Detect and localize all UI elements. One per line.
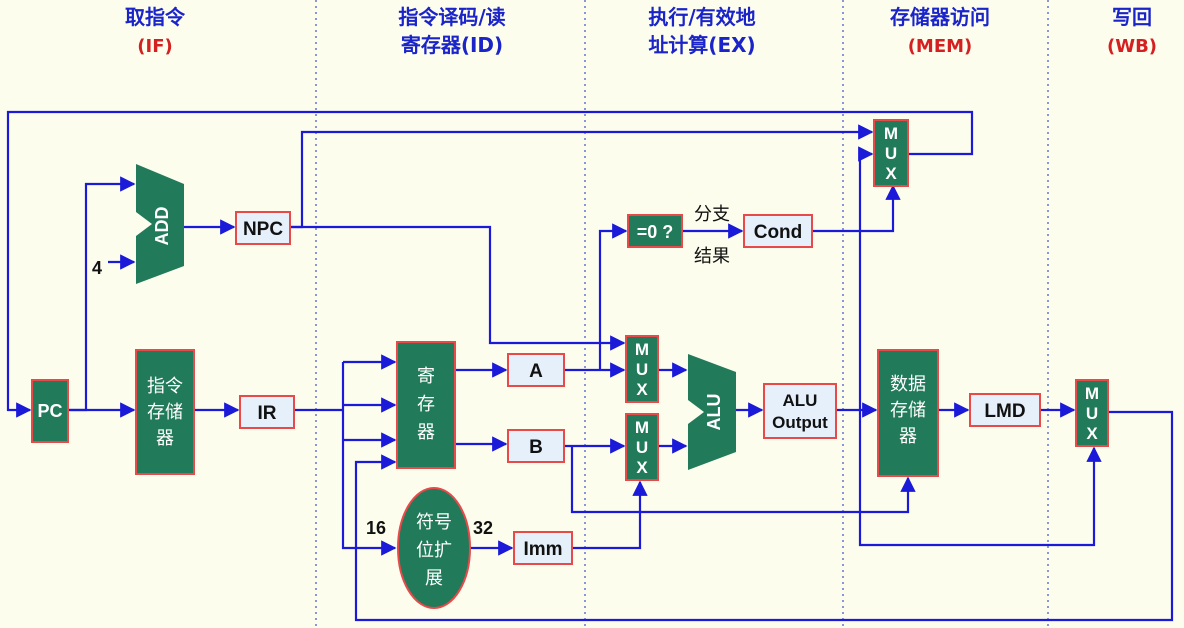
dmem-label-line2: 存储 — [890, 400, 926, 421]
wire-imm-to-mux — [572, 480, 648, 550]
dmem-label-line3: 器 — [899, 426, 917, 447]
pc-block: PC — [31, 379, 69, 443]
instruction-memory-block: 指令 存储 器 — [135, 349, 195, 475]
wire-b-to-dmem — [570, 446, 916, 514]
wire-pc-to-add — [68, 176, 136, 412]
cond-label: Cond — [754, 222, 803, 243]
ir-label: IR — [258, 403, 277, 424]
alu-output-label-line2: Output — [772, 413, 828, 432]
stage-ex-title-line2: 址计算(EX) — [648, 33, 755, 57]
sign-extend-input-width: 16 — [366, 518, 386, 538]
a-register: A — [507, 353, 565, 387]
npc-label: NPC — [243, 219, 283, 240]
mux-a-m: M — [635, 340, 649, 359]
mux-wb-m: M — [1085, 384, 1099, 403]
sign-extend-output-width: 32 — [473, 518, 493, 538]
wire-writeback-to-reg — [354, 410, 1174, 622]
wire-cond-to-top-mux — [812, 184, 901, 233]
branch-label-bottom: 结果 — [694, 246, 730, 267]
mux-b-m: M — [635, 418, 649, 437]
imem-label-line1: 指令 — [147, 376, 183, 397]
register-file-block: 寄 存 器 — [396, 341, 456, 469]
alu-output-register: ALU Output — [763, 383, 837, 439]
wire-branch-target-to-pc — [6, 110, 974, 418]
mux-top-m: M — [884, 124, 898, 143]
stage-id-title-line2: 寄存器(ID) — [401, 33, 503, 57]
stage-if-title: 取指令 — [125, 5, 186, 29]
stage-mem-title: 存储器访问 — [890, 5, 990, 29]
mux-writeback: M U X — [1075, 379, 1109, 447]
stage-mem-abbr: (MEM) — [908, 36, 973, 57]
alu-output-label-line1: ALU — [783, 391, 818, 410]
wires — [6, 110, 1174, 622]
stage-if-abbr: (IF) — [137, 36, 172, 57]
wire-ir-to-reg-1 — [341, 362, 397, 556]
alu-block: ALU — [688, 354, 736, 470]
stage-id-title-line1: 指令译码/读 — [398, 5, 505, 29]
stage-dividers — [315, 0, 1049, 628]
wire-alu-output-to-wb-mux — [858, 410, 1102, 547]
mux-top: M U X — [873, 119, 909, 187]
stage-ex-title-line1: 执行/有效地 — [648, 5, 755, 29]
sign-extend-block: 符号 位扩 展 — [397, 487, 471, 609]
data-memory-block: 数据 存储 器 — [877, 349, 939, 477]
dmem-label-line1: 数据 — [890, 374, 926, 395]
regfile-label-line3: 器 — [417, 422, 435, 443]
regfile-label-line2: 存 — [417, 394, 435, 415]
add-label: ADD — [152, 207, 172, 246]
constant-four: 4 — [92, 258, 102, 278]
zero-test-label: =0 ? — [637, 222, 674, 242]
mux-top-u: U — [885, 144, 897, 163]
a-label: A — [529, 361, 543, 382]
wire-a-to-zero-test — [598, 223, 628, 370]
npc-register: NPC — [235, 211, 291, 245]
b-register: B — [507, 429, 565, 463]
imem-label-line2: 存储 — [147, 402, 183, 423]
b-label: B — [529, 437, 543, 458]
lmd-label: LMD — [984, 401, 1025, 422]
imm-register: Imm — [513, 531, 573, 565]
cond-register: Cond — [743, 214, 813, 248]
wire-npc-to-mux-a — [290, 225, 626, 351]
stage-headers: 取指令 (IF) 指令译码/读 寄存器(ID) 执行/有效地 址计算(EX) 存… — [125, 5, 1157, 57]
mux-top-x: X — [885, 164, 897, 183]
mux-b-u: U — [636, 438, 648, 457]
branch-label-top: 分支 — [694, 204, 730, 225]
alu-label: ALU — [704, 394, 724, 431]
regfile-label-line1: 寄 — [417, 366, 435, 387]
mux-a-u: U — [636, 360, 648, 379]
pc-label: PC — [37, 401, 62, 421]
mux-a-x: X — [636, 380, 648, 399]
mux-b-x: X — [636, 458, 648, 477]
mux-alu-b: M U X — [625, 413, 659, 481]
wire-npc-to-top-mux — [290, 124, 874, 229]
stage-wb-title: 写回 — [1112, 5, 1152, 29]
add-block: ADD — [136, 164, 184, 284]
ir-register: IR — [239, 395, 295, 429]
imem-label-line3: 器 — [156, 428, 174, 449]
zero-test-block: =0 ? — [627, 214, 683, 248]
mux-wb-u: U — [1086, 404, 1098, 423]
signext-label-line1: 符号 — [416, 512, 452, 533]
wire-alu-output-to-top-mux — [858, 146, 874, 410]
mux-wb-x: X — [1086, 424, 1098, 443]
signext-label-line3: 展 — [425, 568, 443, 589]
mux-alu-a: M U X — [625, 335, 659, 403]
signext-label-line2: 位扩 — [416, 540, 452, 561]
lmd-register: LMD — [969, 393, 1041, 427]
stage-wb-abbr: (WB) — [1107, 36, 1157, 57]
imm-label: Imm — [523, 539, 562, 560]
